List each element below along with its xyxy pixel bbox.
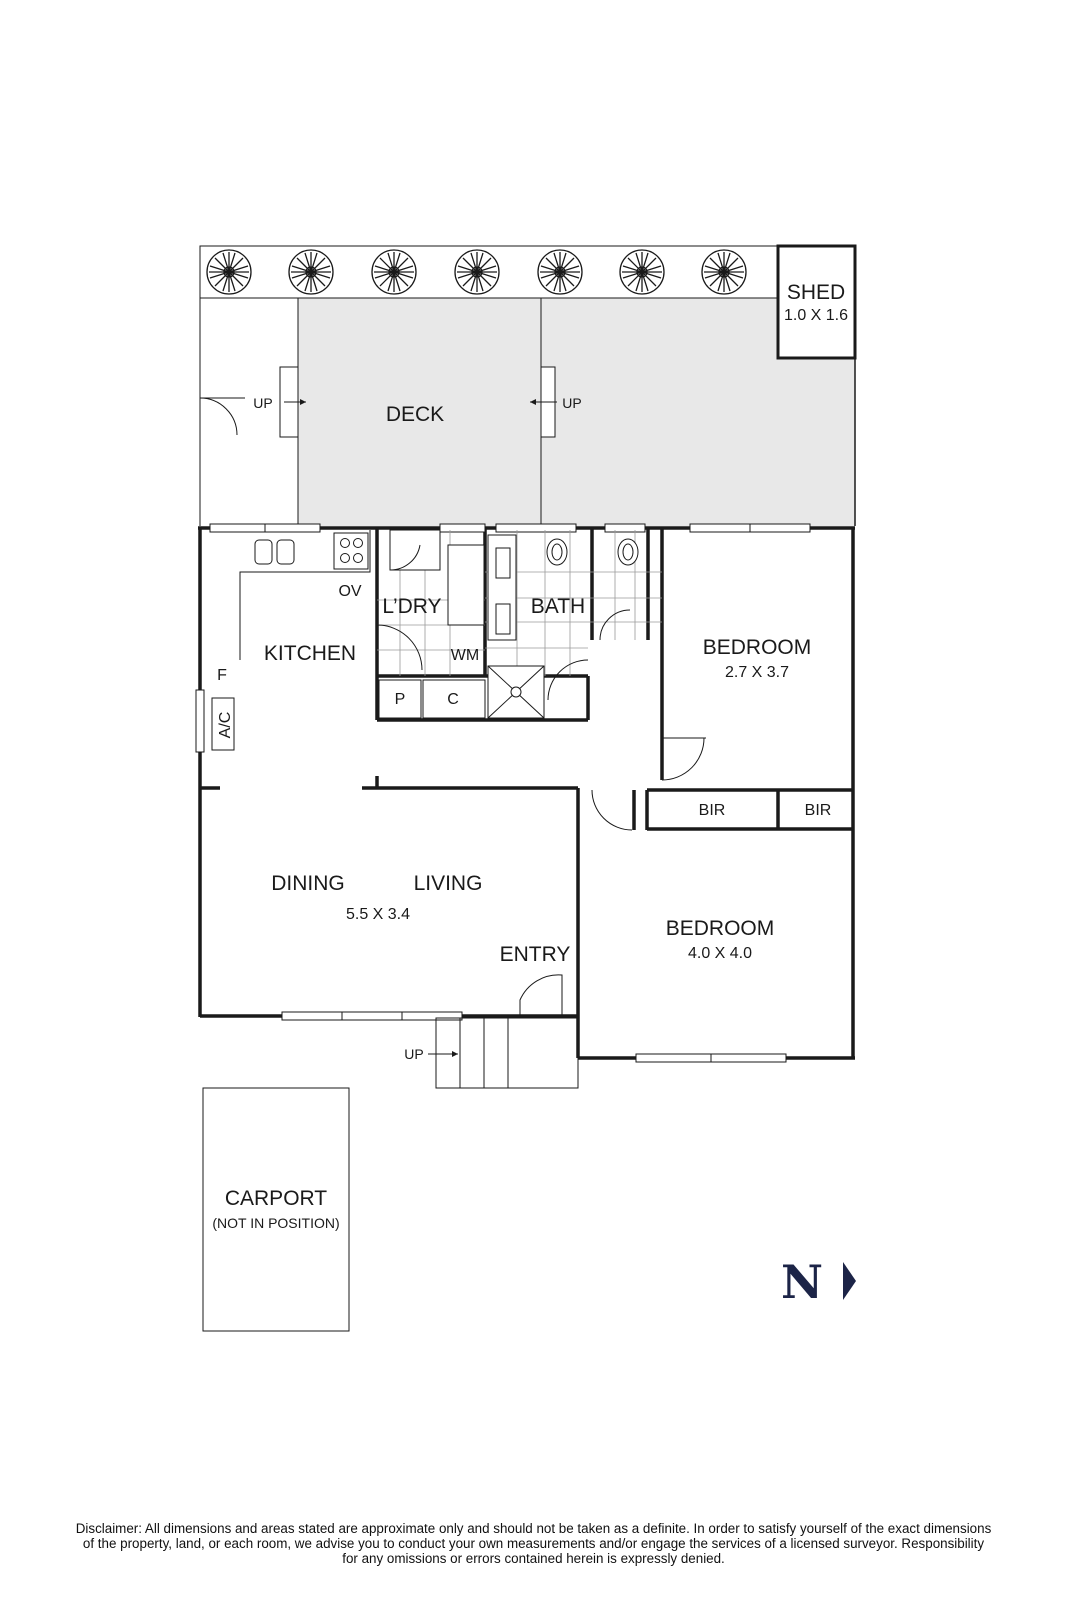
disclaimer: Disclaimer: All dimensions and areas sta… <box>14 1521 1053 1566</box>
step-up-label-2: UP <box>562 395 581 411</box>
living-label: LIVING <box>414 872 483 895</box>
dining-label: DINING <box>271 872 345 895</box>
windows <box>195 523 811 1063</box>
cupboard-label: C <box>447 691 459 708</box>
kitchen-bench <box>211 530 371 751</box>
bedroom2-label: BEDROOM <box>666 917 775 940</box>
bath-label: BATH <box>531 595 585 618</box>
shrub-icon <box>537 249 583 295</box>
shrub-icon <box>371 249 417 295</box>
shed-outline <box>776 244 857 360</box>
shrub-icon <box>206 249 252 295</box>
kitchen-label: KITCHEN <box>264 642 356 665</box>
living-dims: 5.5 X 3.4 <box>346 906 410 923</box>
washing-machine-label: WM <box>451 647 479 664</box>
disclaimer-line-1: Disclaimer: All dimensions and areas sta… <box>75 1521 992 1536</box>
deck-area <box>298 298 855 526</box>
shed-dims: 1.0 X 1.6 <box>784 307 848 324</box>
pantry-label: P <box>395 691 406 708</box>
carport-label: CARPORT <box>225 1187 327 1210</box>
bedroom1-label: BEDROOM <box>703 636 812 659</box>
shrub-icon <box>454 249 500 295</box>
shrub-icon <box>288 249 334 295</box>
step-up-label-1: UP <box>253 395 272 411</box>
aircon-label: A/C <box>217 712 234 739</box>
bedroom2-dims: 4.0 X 4.0 <box>688 945 752 962</box>
fridge-label: F <box>217 667 227 684</box>
carport-note: (NOT IN POSITION) <box>212 1215 339 1231</box>
entry-label: ENTRY <box>500 943 571 966</box>
entry-stairs <box>428 1017 579 1089</box>
bir-label-1: BIR <box>699 802 726 819</box>
oven-label: OV <box>338 583 361 600</box>
shed-label: SHED <box>787 281 845 304</box>
bath-fixtures <box>487 534 639 719</box>
shrub-icon <box>701 249 747 295</box>
north-arrow-icon <box>843 1262 856 1300</box>
shrub-icon <box>619 249 665 295</box>
bedroom1-dims: 2.7 X 3.7 <box>725 664 789 681</box>
shrub-icons <box>206 249 747 295</box>
carport-outline <box>202 1087 350 1332</box>
disclaimer-line-2: of the property, land, or each room, we … <box>82 1536 985 1551</box>
entry-step-up-label: UP <box>404 1046 423 1062</box>
bir-label-2: BIR <box>805 802 832 819</box>
laundry-fixtures <box>376 529 486 719</box>
north-label: N <box>781 1255 823 1309</box>
deck-label: DECK <box>386 403 444 426</box>
house-walls <box>198 526 855 1060</box>
disclaimer-line-3: for any omissions or errors contained he… <box>342 1551 725 1566</box>
laundry-label: L’DRY <box>382 595 441 618</box>
